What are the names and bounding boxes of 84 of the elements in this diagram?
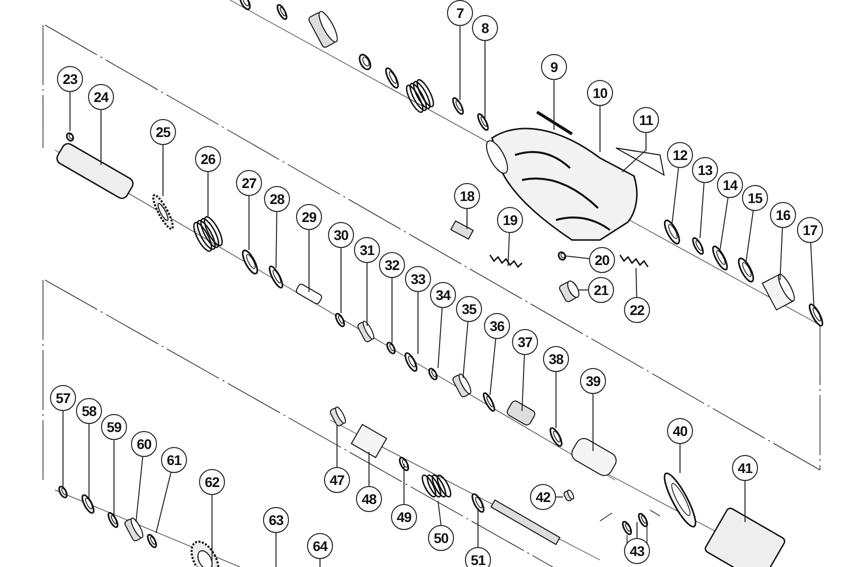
- callout-number: 37: [512, 329, 538, 355]
- callout-number: 15: [742, 185, 768, 211]
- leader-line: [622, 132, 646, 172]
- leader-line: [780, 228, 783, 280]
- callout-number: 26: [195, 146, 221, 172]
- leader-line: [336, 424, 338, 468]
- callout-number: 27: [236, 170, 262, 196]
- callout-number: 7: [447, 0, 473, 26]
- callout-number: 28: [264, 186, 290, 212]
- leader-line: [276, 212, 278, 268]
- callout-number: 57: [50, 385, 76, 411]
- callout-number: 10: [587, 80, 613, 106]
- callout-number: 48: [356, 486, 382, 512]
- callout-number: 64: [307, 533, 333, 559]
- callout-number: 39: [580, 368, 606, 394]
- leader-line: [88, 424, 90, 500]
- callout-number: 47: [324, 467, 350, 493]
- callout-number: 32: [379, 252, 405, 278]
- leader-line: [720, 197, 728, 250]
- callout-number: 11: [633, 107, 659, 133]
- callout-number: 34: [430, 282, 456, 308]
- callout-number: 30: [328, 222, 354, 248]
- callout-number: 49: [391, 504, 417, 530]
- leader-line: [100, 110, 102, 166]
- leader-line: [636, 268, 638, 298]
- leader-line: [522, 354, 525, 412]
- callout-number: 29: [296, 204, 322, 230]
- callout-number: 17: [797, 217, 823, 243]
- leader-line: [556, 496, 564, 498]
- callout-number: 25: [150, 119, 176, 145]
- leader-line: [592, 394, 594, 452]
- callout-number: 19: [497, 207, 523, 233]
- callout-number: 60: [131, 431, 157, 457]
- callout-number: 13: [692, 157, 718, 183]
- callout-number: 8: [472, 15, 498, 41]
- leader-line: [62, 410, 64, 488]
- leader-line: [672, 167, 679, 224]
- leader-line: [566, 256, 590, 260]
- callout-number: 23: [57, 66, 83, 92]
- callout-number: 51: [465, 547, 491, 567]
- leader-line: [248, 196, 250, 250]
- leader-line: [462, 322, 468, 378]
- leader-line: [810, 242, 814, 308]
- callout-number: 20: [589, 247, 615, 273]
- leader-line: [744, 480, 746, 522]
- callout-number: 16: [770, 202, 796, 228]
- callout-number: 24: [88, 84, 114, 110]
- leader-line: [636, 522, 638, 538]
- leader-line: [156, 472, 172, 534]
- callout-number: 35: [456, 296, 482, 322]
- leader-line: [466, 208, 468, 230]
- callout-number: 38: [543, 346, 569, 372]
- callout-number: 41: [732, 455, 758, 481]
- leader-line: [490, 338, 496, 396]
- callout-number: 31: [354, 237, 380, 263]
- leader-line: [340, 248, 342, 314]
- leader-line: [136, 456, 144, 522]
- callout-number: 12: [667, 142, 693, 168]
- callout-number: 33: [405, 266, 431, 292]
- leader-line: [508, 232, 510, 266]
- callout-number: 36: [484, 313, 510, 339]
- callout-number: 9: [541, 54, 567, 80]
- leader-line: [368, 452, 370, 486]
- callout-number: 14: [717, 172, 743, 198]
- callout-number: 63: [263, 507, 289, 533]
- callout-number: 50: [428, 525, 454, 551]
- callout-number: 40: [667, 418, 693, 444]
- callout-number: 43: [624, 538, 650, 564]
- callout-number: 58: [76, 398, 102, 424]
- leader-line: [308, 230, 310, 292]
- leader-line: [484, 40, 486, 120]
- callout-number: 42: [530, 484, 556, 510]
- leader-line: [746, 210, 754, 262]
- callout-number: 21: [588, 277, 614, 303]
- callout-number: 59: [101, 414, 127, 440]
- leader-line: [366, 262, 368, 326]
- callout-number: 22: [624, 297, 650, 323]
- leader-line: [438, 308, 443, 368]
- callout-number: 61: [161, 447, 187, 473]
- leader-line: [700, 182, 704, 238]
- callout-number: 18: [454, 183, 480, 209]
- leader-line: [162, 144, 164, 196]
- callout-number: 62: [199, 469, 225, 495]
- leader-line: [438, 500, 442, 526]
